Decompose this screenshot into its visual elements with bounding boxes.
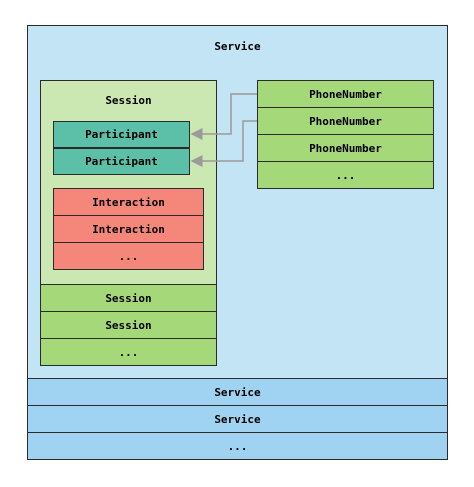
- session-row-more: ...: [40, 338, 217, 366]
- arrow-phonenumber-to-participant-1: [190, 93, 257, 140]
- participant-row: Participant: [53, 121, 190, 148]
- session-row: Session: [40, 311, 217, 339]
- service-row: Service: [27, 378, 448, 406]
- interaction-row: Interaction: [53, 215, 204, 243]
- service-title: Service: [214, 40, 261, 53]
- arrow-phonenumber-to-participant-2: [190, 120, 257, 167]
- phonenumber-row: PhoneNumber: [257, 134, 434, 162]
- participant-row: Participant: [53, 148, 190, 175]
- phonenumber-row: PhoneNumber: [257, 107, 434, 135]
- interaction-row-more: ...: [53, 242, 204, 270]
- interaction-row: Interaction: [53, 188, 204, 216]
- service-row: Service: [27, 405, 448, 433]
- phonenumber-row-more: ...: [257, 161, 434, 189]
- session-title: Session: [105, 94, 152, 107]
- service-row-more: ...: [27, 432, 448, 460]
